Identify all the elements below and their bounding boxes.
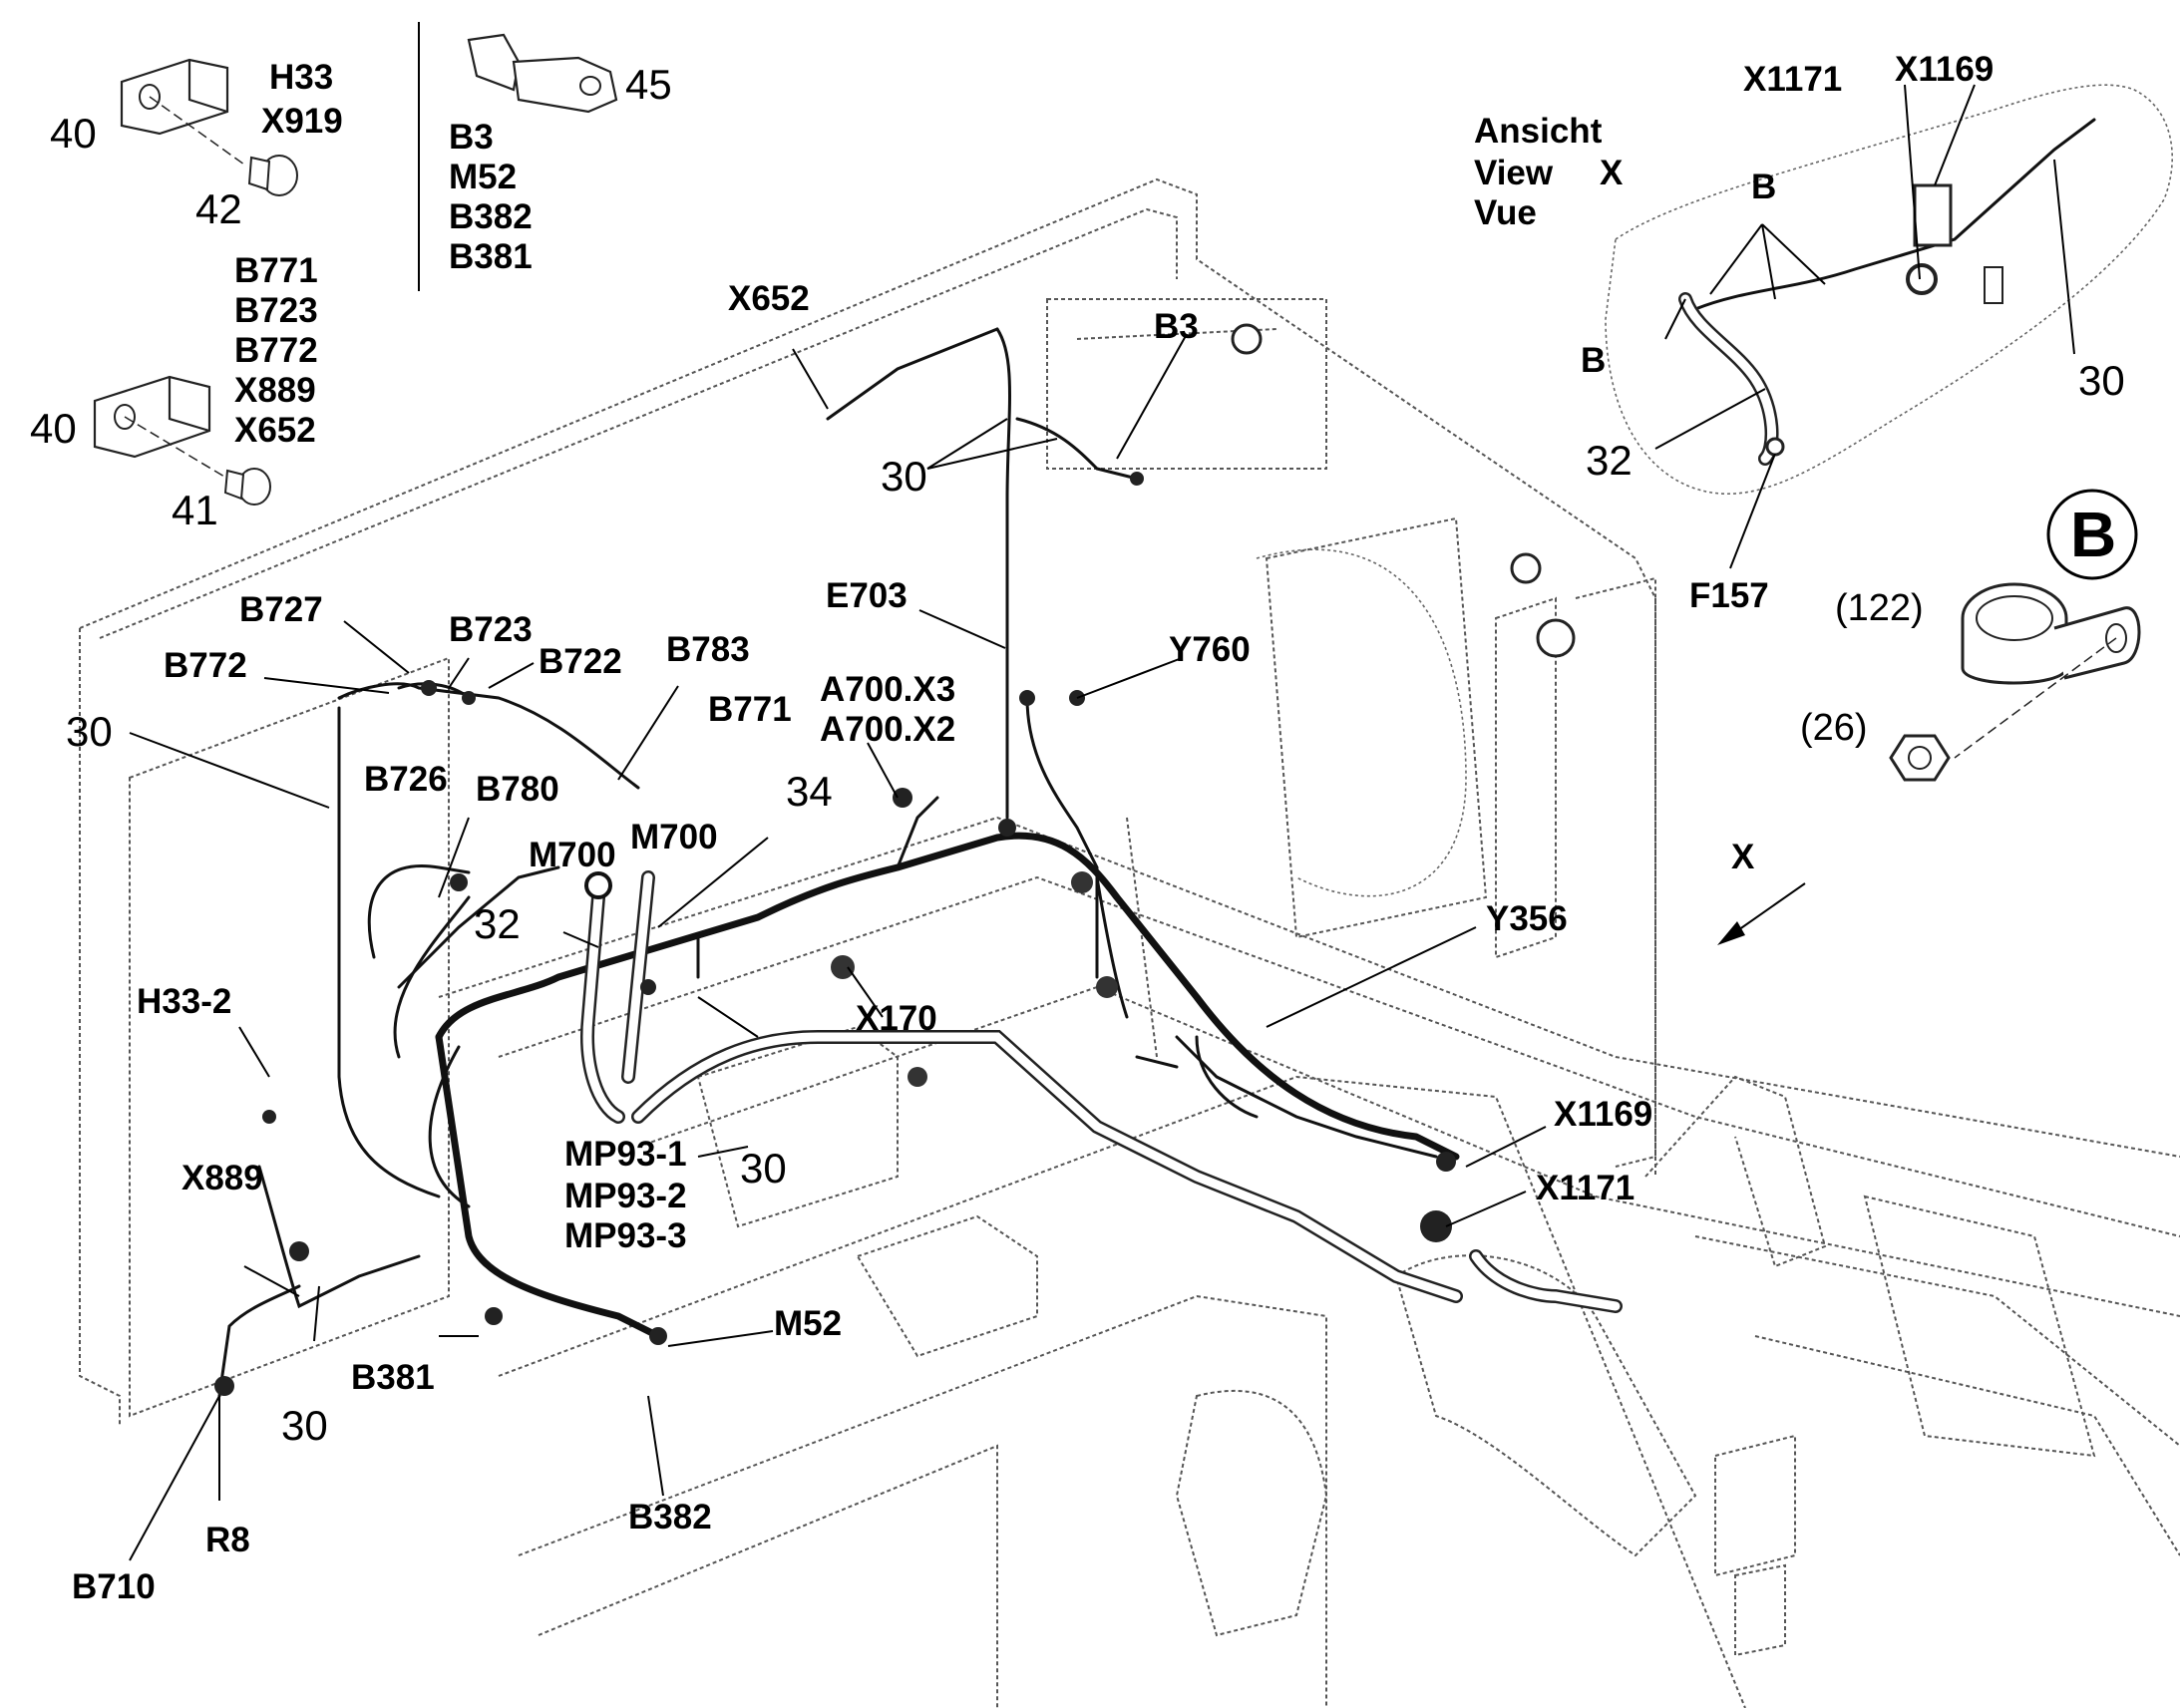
- label-b3-45: B3: [449, 118, 494, 157]
- label-b727: B727: [239, 590, 323, 629]
- callout-30-center: 30: [740, 1145, 787, 1192]
- machine-frame: [79, 177, 2180, 1708]
- label-m700-right: M700: [630, 818, 718, 856]
- callout-30-left: 30: [66, 708, 113, 755]
- callout-34: 34: [786, 768, 833, 815]
- callout-40-top: 40: [50, 110, 97, 157]
- label-inset-x1169: X1169: [1895, 50, 1995, 89]
- label-mp93-3: MP93-3: [564, 1216, 687, 1255]
- label-inset-b-top: B: [1751, 168, 1777, 206]
- label-b723: B723: [449, 610, 533, 649]
- connectors: [214, 323, 1576, 1396]
- label-f157: F157: [1689, 576, 1769, 615]
- label-b723-40: B723: [234, 291, 318, 330]
- callout-30-bottom: 30: [281, 1402, 328, 1449]
- label-b382-45: B382: [449, 197, 533, 236]
- part-40-bracket-lower: [93, 375, 271, 506]
- label-detail-b: B: [2070, 499, 2117, 570]
- label-view: View: [1474, 154, 1554, 192]
- part-45-bracket: [467, 33, 618, 114]
- label-b772-40: B772: [234, 331, 318, 370]
- label-x652: X652: [728, 279, 810, 318]
- label-a700-x3: A700.X3: [820, 670, 956, 709]
- label-b783: B783: [666, 630, 750, 669]
- label-m52: M52: [774, 1304, 843, 1343]
- label-mp93-1: MP93-1: [564, 1135, 687, 1174]
- label-b726: B726: [364, 760, 448, 799]
- label-view-x: X: [1600, 154, 1624, 192]
- part-40-bracket-top: [120, 58, 298, 196]
- label-inset-b-left: B: [1581, 341, 1607, 380]
- label-b382: B382: [628, 1498, 712, 1537]
- label-m52-45: M52: [449, 158, 518, 196]
- callout-26: (26): [1800, 707, 1868, 749]
- callout-42: 42: [195, 185, 242, 232]
- label-b772: B772: [164, 646, 247, 685]
- label-arrow-x: X: [1731, 838, 1755, 876]
- leader-lines: [129, 84, 2075, 1561]
- wiring-harness: [217, 327, 1460, 1398]
- callout-32-main: 32: [474, 900, 521, 947]
- label-b780: B780: [476, 770, 559, 809]
- callout-45: 45: [625, 61, 672, 108]
- detail-b-clamp: [1889, 489, 2141, 782]
- label-x889-40: X889: [234, 371, 316, 410]
- label-y356: Y356: [1486, 899, 1568, 938]
- hose-32: [580, 870, 655, 1124]
- label-vue: Vue: [1474, 193, 1537, 232]
- callout-inset-32: 32: [1586, 437, 1633, 484]
- hose-main: [631, 1030, 1623, 1313]
- label-b381-45: B381: [449, 237, 533, 276]
- label-e703: E703: [826, 576, 908, 615]
- label-stack-40: B771 B723 B772 X889 X652: [234, 251, 318, 451]
- callout-122: (122): [1835, 587, 1924, 629]
- callout-30-top: 30: [881, 453, 927, 500]
- callout-inset-30: 30: [2078, 357, 2125, 404]
- label-h33-2: H33-2: [137, 982, 232, 1021]
- label-ansicht: Ansicht: [1474, 112, 1603, 151]
- callout-40-lower: 40: [30, 405, 77, 452]
- label-x170: X170: [856, 999, 937, 1038]
- label-b771: B771: [708, 690, 792, 729]
- label-y760: Y760: [1169, 630, 1251, 669]
- label-x889: X889: [182, 1159, 263, 1197]
- label-x919: X919: [261, 102, 343, 141]
- inset-view-x: [1605, 84, 2174, 496]
- callout-41: 41: [172, 487, 218, 533]
- label-x1169: X1169: [1554, 1095, 1653, 1134]
- label-inset-x1171: X1171: [1743, 60, 1843, 99]
- label-a700-x2: A700.X2: [820, 710, 956, 749]
- label-r8: R8: [205, 1521, 250, 1559]
- label-h33: H33: [269, 58, 334, 97]
- label-x1171: X1171: [1536, 1169, 1635, 1207]
- view-direction-arrow: [1717, 882, 1806, 945]
- label-b3: B3: [1154, 307, 1199, 346]
- label-b722: B722: [539, 642, 622, 681]
- label-b381: B381: [351, 1358, 435, 1397]
- label-mp93-2: MP93-2: [564, 1177, 687, 1215]
- label-m700-left: M700: [529, 836, 616, 874]
- label-b771-40: B771: [234, 251, 318, 290]
- label-x652-40: X652: [234, 411, 316, 450]
- label-b710: B710: [72, 1567, 156, 1606]
- label-stack-45: B3 M52 B382 B381: [449, 118, 533, 277]
